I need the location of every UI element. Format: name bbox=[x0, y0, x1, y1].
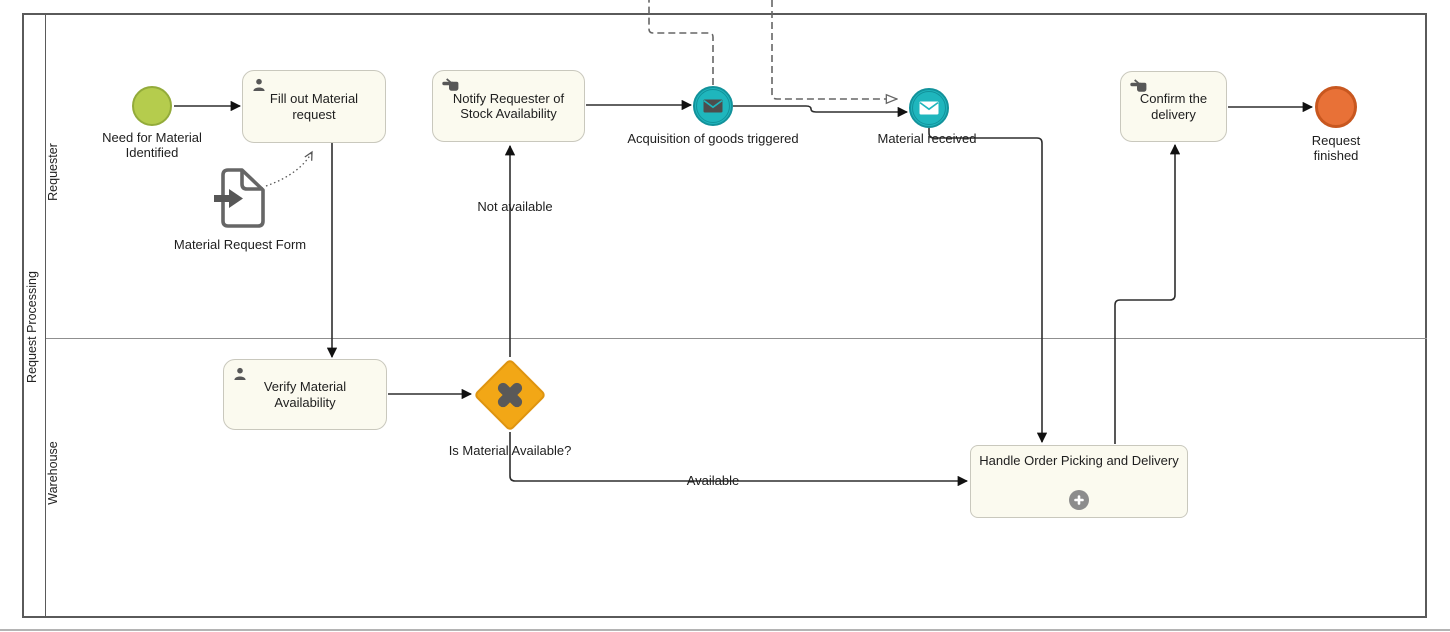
envelope-icon bbox=[703, 99, 723, 113]
task-fill-out-material-request[interactable]: Fill out Material request bbox=[242, 70, 386, 143]
task-verify-availability[interactable]: Verify Material Availability bbox=[223, 359, 387, 430]
manual-hand-icon bbox=[442, 78, 459, 94]
flow-label-not-available: Not available bbox=[477, 199, 553, 214]
start-event[interactable] bbox=[132, 86, 172, 126]
x-icon bbox=[497, 382, 523, 408]
gateway-label: Is Material Available? bbox=[448, 443, 572, 458]
plus-icon bbox=[1069, 490, 1089, 510]
event-label-acquisition: Acquisition of goods triggered bbox=[627, 131, 799, 146]
flow-acquisition-to-material-received bbox=[733, 105, 909, 118]
window-bottom-edge bbox=[0, 629, 1450, 631]
start-event-label: Need for Material Identified bbox=[102, 130, 202, 161]
user-icon bbox=[252, 78, 266, 95]
flow-label-available: Available bbox=[686, 473, 740, 488]
lane-divider bbox=[46, 338, 1427, 339]
task-notify-requester[interactable]: Notify Requester of Stock Availability bbox=[432, 70, 585, 142]
task-label: Fill out Material request bbox=[269, 91, 359, 122]
task-label: Verify Material Availability bbox=[263, 379, 347, 410]
task-confirm-delivery[interactable]: Confirm the delivery bbox=[1120, 71, 1227, 142]
data-object-material-request-form[interactable] bbox=[213, 167, 265, 231]
flow-gateway-to-handle-available bbox=[509, 432, 969, 487]
user-icon bbox=[233, 367, 247, 384]
task-label: Notify Requester of Stock Availability bbox=[452, 90, 565, 121]
event-label-material-received: Material received bbox=[877, 131, 977, 146]
data-object-label: Material Request Form bbox=[173, 237, 307, 252]
subprocess-label: Handle Order Picking and Delivery bbox=[979, 453, 1179, 468]
envelope-icon bbox=[919, 101, 939, 115]
end-event[interactable] bbox=[1315, 86, 1357, 128]
document-arrow-icon bbox=[214, 168, 265, 228]
subprocess-handle-order-picking[interactable]: Handle Order Picking and Delivery bbox=[970, 445, 1188, 518]
message-flow-material-received-incoming bbox=[771, 0, 897, 99]
flow-handle-to-confirm bbox=[1114, 143, 1181, 444]
flow-material-received-to-handle bbox=[928, 128, 1048, 444]
pool-request-processing bbox=[22, 13, 1427, 618]
manual-hand-icon bbox=[1130, 79, 1147, 95]
message-flow-acquisition-outgoing bbox=[648, 0, 714, 85]
task-label: Confirm the delivery bbox=[1139, 91, 1208, 122]
end-event-label: Request finished bbox=[1311, 133, 1361, 164]
message-throw-event-acquisition[interactable] bbox=[693, 86, 733, 126]
pool-label-band-divider bbox=[45, 13, 46, 618]
exclusive-gateway[interactable] bbox=[473, 358, 547, 432]
association-data-object-to-fill-out bbox=[265, 150, 313, 187]
message-catch-event-material-received[interactable] bbox=[909, 88, 949, 128]
